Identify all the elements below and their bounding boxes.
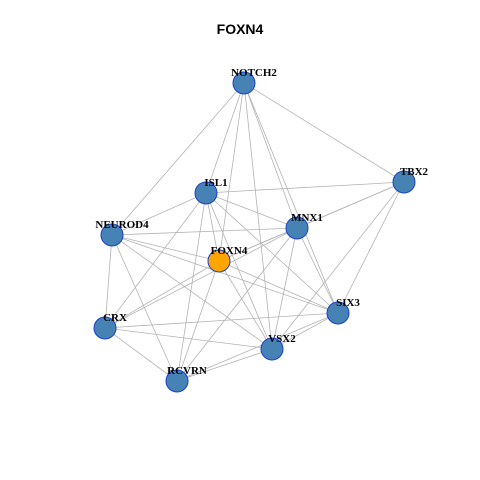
node-six3 (326, 301, 350, 325)
edge-six3-vsx2 (271, 312, 339, 350)
edge-notch2-foxn4 (218, 82, 245, 262)
node-label-foxn4: FOXN4 (211, 245, 248, 257)
edge-neurod4-rcvrn (111, 234, 178, 382)
edge-notch2-six3 (243, 82, 339, 314)
node-label-rcvrn: RCVRN (167, 365, 207, 377)
node-vsx2 (260, 337, 284, 361)
node-mnx1 (285, 216, 309, 240)
edge-notch2-vsx2 (243, 82, 273, 350)
edge-isl1-crx (104, 192, 207, 329)
edge-notch2-tbx2 (243, 82, 405, 183)
node-neurod4 (100, 223, 124, 247)
edge-isl1-six3 (205, 192, 339, 314)
edge-mnx1-neurod4 (111, 227, 298, 236)
edge-isl1-foxn4 (205, 192, 220, 262)
edge-isl1-mnx1 (205, 192, 298, 229)
node-label-tbx2: TBX2 (400, 166, 429, 178)
node-label-notch2: NOTCH2 (231, 67, 277, 79)
node-notch2 (232, 71, 256, 95)
edge-six3-crx (104, 312, 339, 329)
edge-neurod4-vsx2 (111, 234, 273, 350)
edge-notch2-neurod4 (111, 82, 245, 236)
edge-notch2-mnx1 (243, 82, 298, 229)
edge-notch2-isl1 (205, 82, 245, 194)
edge-neurod4-six3 (111, 234, 339, 314)
node-layer (93, 71, 416, 393)
node-crx (93, 316, 117, 340)
edge-foxn4-vsx2 (218, 260, 273, 350)
edge-mnx1-rcvrn (176, 227, 298, 382)
edge-isl1-vsx2 (205, 192, 273, 350)
node-foxn4 (207, 249, 231, 273)
edge-vsx2-rcvrn (176, 348, 273, 382)
edge-mnx1-foxn4 (218, 227, 298, 262)
edge-neurod4-crx (104, 234, 113, 329)
edge-mnx1-crx (104, 227, 298, 329)
node-label-crx: CRX (103, 312, 127, 324)
edge-layer (104, 82, 405, 382)
node-tbx2 (392, 170, 416, 194)
edge-neurod4-foxn4 (111, 234, 220, 262)
edge-foxn4-rcvrn (176, 260, 220, 382)
node-rcvrn (165, 369, 189, 393)
edge-tbx2-isl1 (205, 181, 405, 194)
edge-crx-vsx2 (104, 327, 273, 350)
node-label-isl1: ISL1 (204, 177, 227, 189)
edge-isl1-neurod4 (111, 192, 207, 236)
edge-mnx1-vsx2 (271, 227, 298, 350)
node-label-vsx2: VSX2 (268, 333, 296, 345)
edge-tbx2-vsx2 (271, 181, 405, 350)
node-label-mnx1: MNX1 (291, 212, 323, 224)
figure-title: FOXN4 (216, 21, 264, 37)
edge-foxn4-crx (104, 260, 220, 329)
node-label-six3: SIX3 (336, 297, 360, 309)
edge-mnx1-six3 (296, 227, 339, 314)
edge-crx-rcvrn (104, 327, 178, 382)
edge-foxn4-six3 (218, 260, 339, 314)
edge-tbx2-six3 (337, 181, 405, 314)
node-label-neurod4: NEUROD4 (95, 219, 149, 231)
edge-isl1-rcvrn (176, 192, 207, 382)
node-isl1 (194, 181, 218, 205)
